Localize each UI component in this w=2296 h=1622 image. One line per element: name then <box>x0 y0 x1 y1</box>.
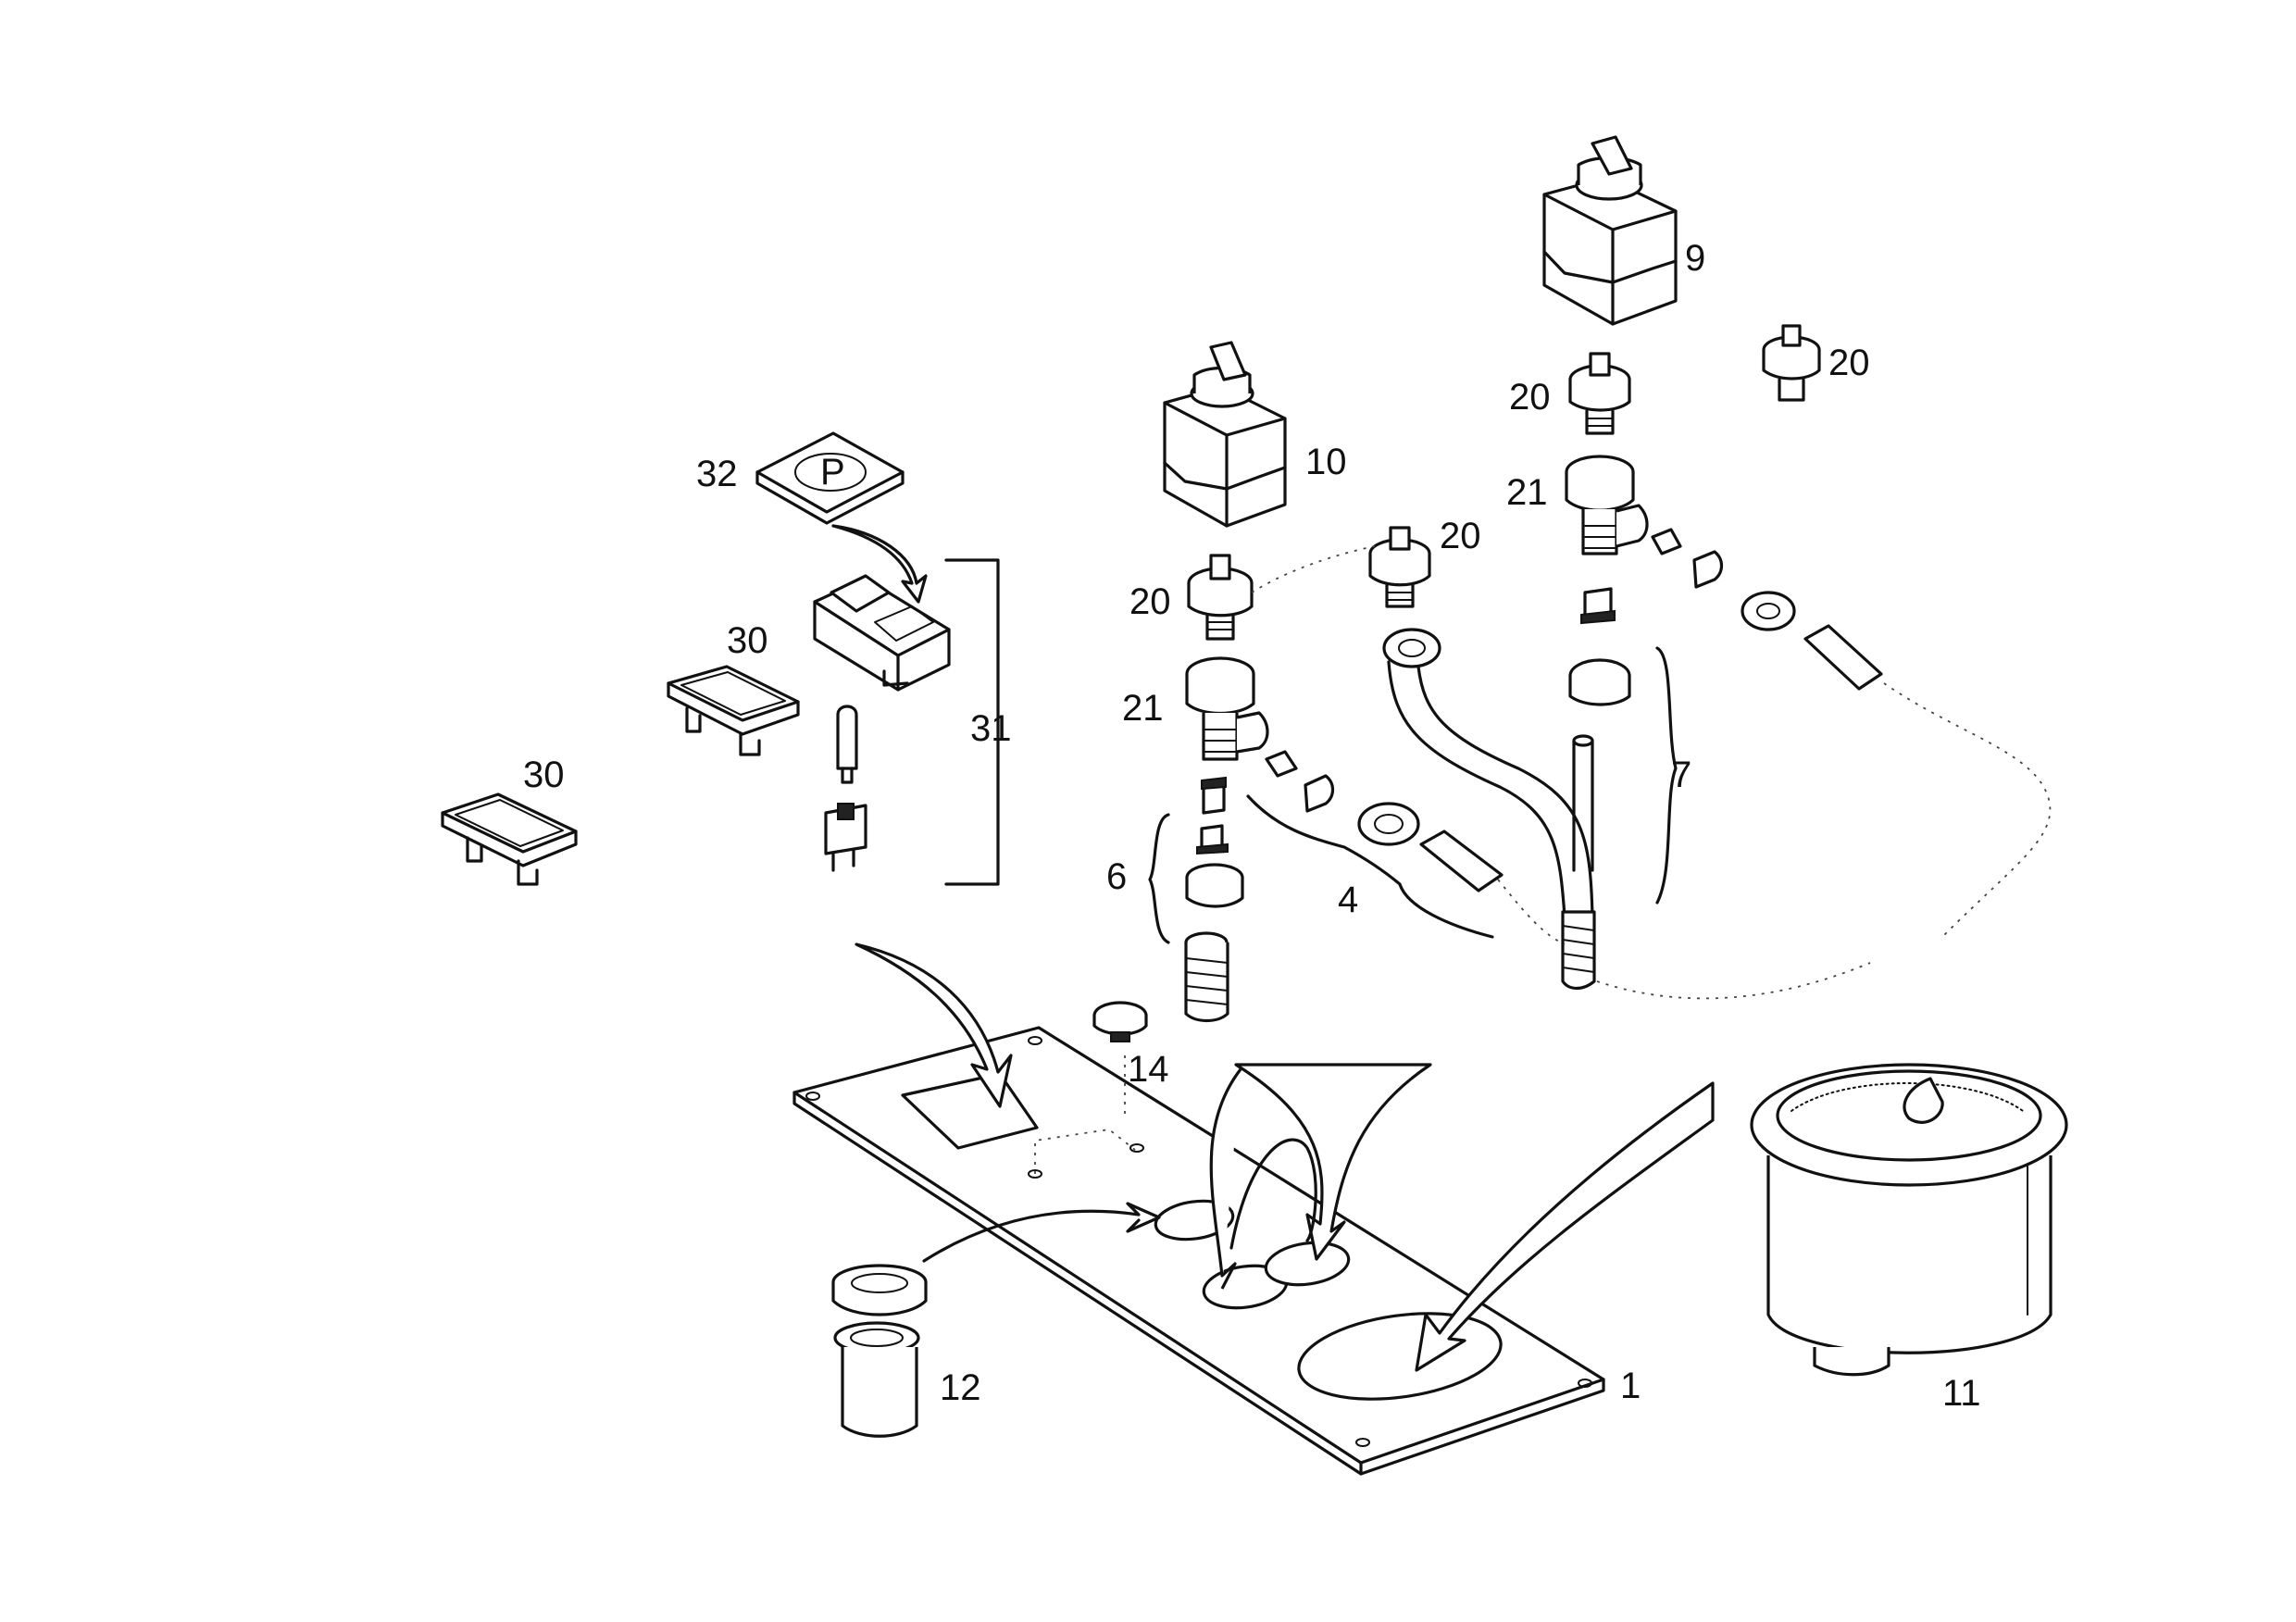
instrument-panel <box>792 1026 1605 1476</box>
brace-7 <box>1655 646 1678 905</box>
callout-11: 11 <box>1942 1373 1981 1414</box>
callout-30-right: 30 <box>727 620 768 661</box>
callout-21-right: 21 <box>1506 472 1548 513</box>
union-20-right <box>1762 324 1821 402</box>
fitting-stack-6 <box>1184 776 1244 1023</box>
indicator-lens-right <box>667 665 800 756</box>
oil-gauge <box>1750 1063 2068 1377</box>
selector-switch-10 <box>1163 341 1287 528</box>
tee-21-right <box>1565 455 1649 555</box>
callout-31: 31 <box>970 708 1012 749</box>
callout-14: 14 <box>1128 1049 1169 1090</box>
union-20-upper <box>1568 352 1631 435</box>
callout-4: 4 <box>1338 880 1358 920</box>
brace-4 <box>1246 794 1494 939</box>
callout-20-mid: 20 <box>1440 516 1481 556</box>
pipe-assembly-7 <box>1382 528 1883 991</box>
callout-6: 6 <box>1106 856 1127 897</box>
cap-p-symbol: P <box>820 452 845 493</box>
union-20-left <box>1187 554 1254 641</box>
callout-30-left: 30 <box>523 755 565 795</box>
callout-7: 7 <box>1671 755 1691 795</box>
indicator-lens-left <box>441 792 578 886</box>
callout-21-left: 21 <box>1122 688 1164 729</box>
callout-20-right: 20 <box>1828 343 1870 383</box>
tee-21-left <box>1185 656 1269 761</box>
callout-20-upper: 20 <box>1509 377 1551 418</box>
union-20-mid <box>1368 526 1431 608</box>
assembly-arrows <box>855 942 1715 1372</box>
bracket-31 <box>944 558 1000 886</box>
callout-12: 12 <box>940 1367 981 1408</box>
bulb-holder <box>824 803 867 872</box>
callout-9: 9 <box>1685 238 1705 279</box>
plug <box>1092 1001 1148 1042</box>
socket <box>831 1264 928 1438</box>
bulb <box>836 705 858 784</box>
brace-6 <box>1148 813 1170 944</box>
callout-32: 32 <box>696 454 738 494</box>
selector-switch-9 <box>1542 135 1678 326</box>
callout-1: 1 <box>1620 1366 1641 1406</box>
fitting-chain-4 <box>1265 750 1504 892</box>
callout-20-left: 20 <box>1129 581 1171 622</box>
callout-10: 10 <box>1305 442 1347 482</box>
switch-cap: P <box>755 431 928 604</box>
rocker-switch <box>813 574 951 692</box>
dashed-wiring <box>1251 545 2052 1000</box>
callout-labels: 1 4 6 7 9 10 11 12 14 20 20 20 20 21 21 … <box>523 238 1981 1414</box>
